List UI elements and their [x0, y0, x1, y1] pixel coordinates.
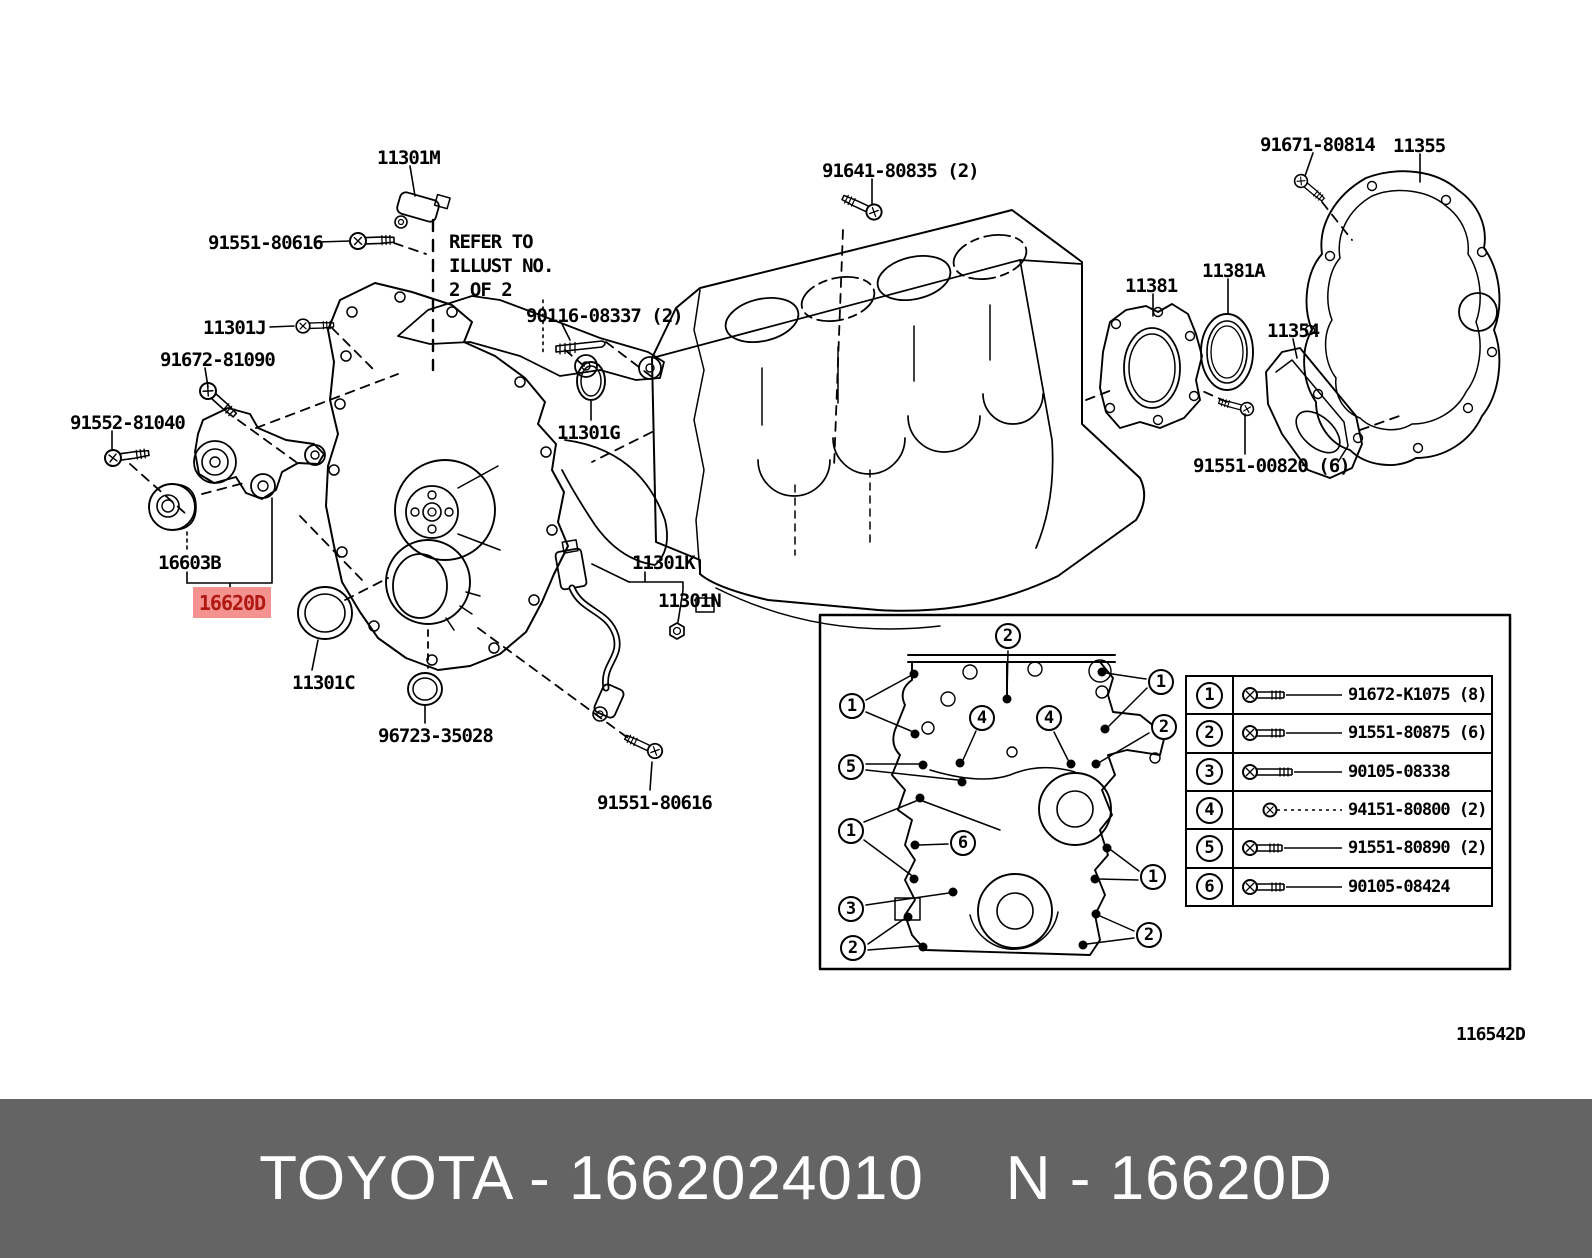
part-label-96723-35028: 96723-35028 — [378, 725, 494, 747]
part-label-11301g: 11301G — [557, 422, 621, 444]
oring-11301g-art — [576, 361, 606, 401]
part-label-91551-80616-top: 91551-80616 — [208, 232, 324, 254]
part-label-91641-80835: 91641-80835 (2) — [822, 160, 980, 182]
part-label-11301j: 11301J — [203, 317, 267, 339]
bolts-art — [102, 171, 1328, 762]
legend-part-number: 91551-80890 (2) — [1348, 838, 1488, 859]
inset-callout: 2 — [1151, 714, 1177, 740]
refer-note: REFER TO ILLUST NO. 2 OF 2 — [449, 230, 554, 302]
seal-11301c-art — [297, 586, 353, 640]
part-label-91672-81090: 91672-81090 — [160, 349, 276, 371]
bolt-icon — [1242, 840, 1342, 857]
refer-note-line2: ILLUST NO. — [449, 255, 554, 277]
part-label-91551-80616-bottom: 91551-80616 — [597, 792, 713, 814]
plate-11355-art — [1303, 170, 1501, 466]
leader-lines — [111, 152, 1421, 791]
bolt-legend-table: 1 91672-K1075 (8) 2 91551-80875 (6) 3 90… — [1185, 675, 1493, 907]
inset-callout: 5 — [838, 754, 864, 780]
inset-callout: 1 — [1148, 669, 1174, 695]
part-label-11301c: 11301C — [292, 672, 356, 694]
highlighted-part-label-16620d: 16620D — [193, 587, 271, 618]
inset-callout: 6 — [950, 830, 976, 856]
legend-num-badge: 6 — [1196, 873, 1223, 901]
bolt-icon — [1242, 725, 1342, 742]
part-label-91552-81040: 91552-81040 — [70, 412, 186, 434]
footer-ref-code: N - 16620D — [1005, 1144, 1333, 1213]
retainer-11381-art — [1099, 303, 1203, 429]
legend-row: 3 90105-08338 — [1187, 753, 1491, 792]
part-label-16603b: 16603B — [158, 552, 222, 574]
dashed-lines — [129, 201, 1406, 739]
inset-callout: 3 — [838, 896, 864, 922]
legend-row: 1 91672-K1075 (8) — [1187, 677, 1491, 716]
inset-callout: 4 — [969, 705, 995, 731]
seal-11381a-art — [1200, 313, 1254, 391]
part-label-11354: 11354 — [1267, 320, 1320, 342]
legend-num-badge: 2 — [1196, 719, 1223, 747]
part-label-11301m: 11301M — [377, 147, 441, 169]
inset-callout: 1 — [839, 693, 865, 719]
sensor-11301k-art — [554, 539, 685, 722]
plate-11354-art — [1265, 347, 1363, 479]
legend-num-badge: 1 — [1196, 681, 1223, 709]
part-label-90116-08337: 90116-08337 (2) — [526, 305, 684, 327]
part-label-11301k: 11301K — [632, 552, 696, 574]
legend-part-number: 94151-80800 (2) — [1348, 800, 1488, 821]
legend-row: 6 90105-08424 — [1187, 868, 1491, 905]
bolt-icon — [1242, 687, 1342, 704]
inset-callout: 1 — [838, 818, 864, 844]
refer-note-line1: REFER TO — [449, 231, 534, 253]
legend-row: 5 91551-80890 (2) — [1187, 830, 1491, 869]
legend-num-badge: 3 — [1196, 758, 1223, 786]
legend-num-badge: 4 — [1196, 796, 1223, 824]
legend-part-number: 91551-80875 (6) — [1348, 723, 1488, 744]
diagram-code: 116542D — [1456, 1024, 1526, 1045]
part-label-91551-00820: 91551-00820 (6) — [1193, 455, 1351, 477]
refer-note-line3: 2 OF 2 — [449, 279, 513, 301]
inset-box-art — [818, 613, 1512, 971]
legend-row: 2 91551-80875 (6) — [1187, 715, 1491, 754]
sensor-11301m-art — [394, 191, 451, 229]
bolt-icon — [1242, 763, 1342, 780]
legend-part-number: 90105-08338 — [1348, 761, 1451, 782]
part-label-91671-80814: 91671-80814 — [1260, 134, 1376, 156]
oring-96723-art — [407, 672, 443, 706]
inset-callout: 2 — [840, 935, 866, 961]
inset-callout: 4 — [1036, 705, 1062, 731]
part-label-11381: 11381 — [1125, 275, 1178, 297]
part-label-11355: 11355 — [1393, 135, 1446, 157]
legend-row: 4 94151-80800 (2) — [1187, 791, 1491, 831]
diagram-line-art — [102, 152, 1512, 971]
timing-cover-art — [325, 282, 668, 671]
legend-num-badge: 5 — [1196, 834, 1223, 862]
inset-callout: 2 — [995, 623, 1021, 649]
legend-part-number: 91672-K1075 (8) — [1348, 685, 1488, 706]
part-label-11381a: 11381A — [1202, 260, 1266, 282]
bolt-icon — [1242, 878, 1342, 895]
inset-callout: 1 — [1140, 864, 1166, 890]
footer-brand-part: TOYOTA - 1662024010 — [259, 1144, 924, 1213]
part-label-11301n: 11301N — [658, 590, 722, 612]
footer-bar: TOYOTA - 1662024010 N - 16620D — [0, 1099, 1592, 1258]
legend-part-number: 90105-08424 — [1348, 876, 1451, 897]
engine-block-art — [651, 209, 1146, 630]
screw-icon — [1262, 802, 1342, 818]
inset-callout: 2 — [1136, 922, 1162, 948]
